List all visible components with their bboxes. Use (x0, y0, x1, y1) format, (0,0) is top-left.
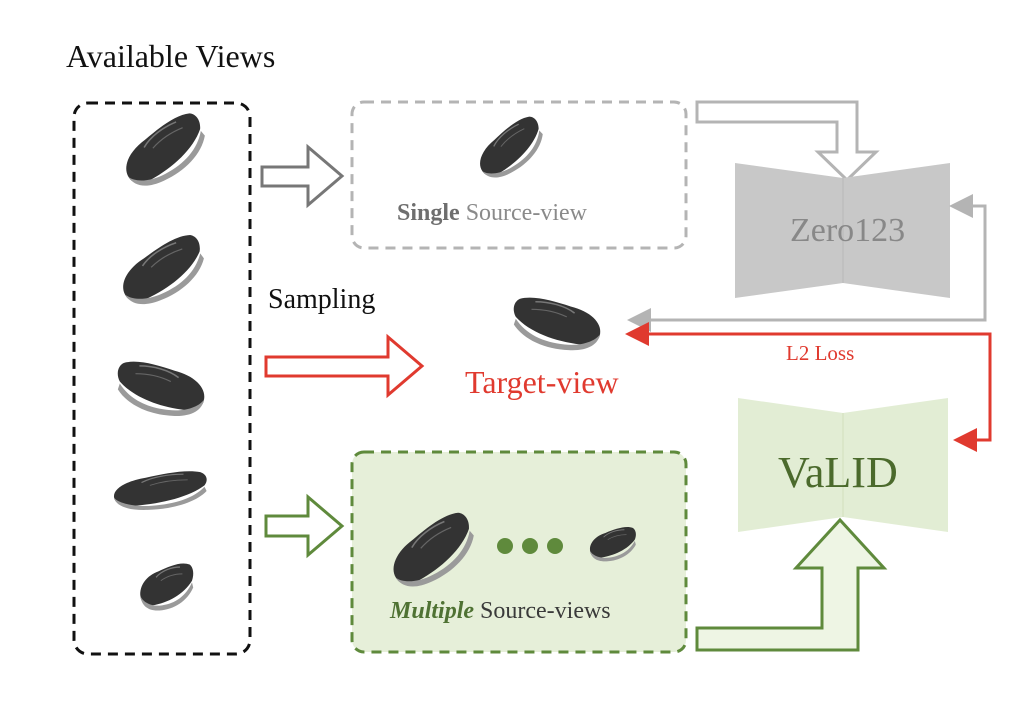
multi-source-box (350, 450, 688, 654)
available-views-box (72, 101, 252, 656)
single-to-zero-arrow (695, 100, 880, 183)
l2-loss-label: L2 Loss (786, 341, 855, 365)
single-source-box (350, 100, 688, 250)
zero123-label: Zero123 (790, 212, 906, 249)
ellipsis-icon (522, 538, 538, 554)
shoe-icon (112, 231, 213, 312)
shoe-icon (468, 112, 553, 185)
block-arrow-icon (260, 143, 345, 209)
multi-source-label: Multiple Source-views (390, 598, 611, 625)
multi-rest: Source-views (474, 598, 611, 624)
single-rest: Source-view (459, 200, 587, 226)
block-arrow-icon (264, 333, 425, 399)
l2-loss-line (630, 332, 992, 452)
single-emphasis: Single (397, 200, 460, 226)
ellipsis-icon (497, 538, 513, 554)
shoe-icon (113, 109, 216, 194)
shoe-icon (139, 562, 194, 612)
target-view-label: Target-view (465, 364, 619, 400)
single-source-label: Single Source-view (397, 200, 587, 227)
shoe-icon (116, 360, 206, 417)
block-arrow-icon (264, 493, 345, 559)
multi-to-valid-arrow (695, 517, 888, 652)
available-views-title: Available Views (66, 38, 276, 74)
sampling-label: Sampling (268, 284, 376, 315)
ellipsis-icon (547, 538, 563, 554)
shoe-icon (113, 470, 208, 511)
valid-label: VaLID (778, 448, 898, 497)
multi-emphasis: Multiple (390, 598, 475, 624)
shoe-icon (512, 296, 602, 352)
